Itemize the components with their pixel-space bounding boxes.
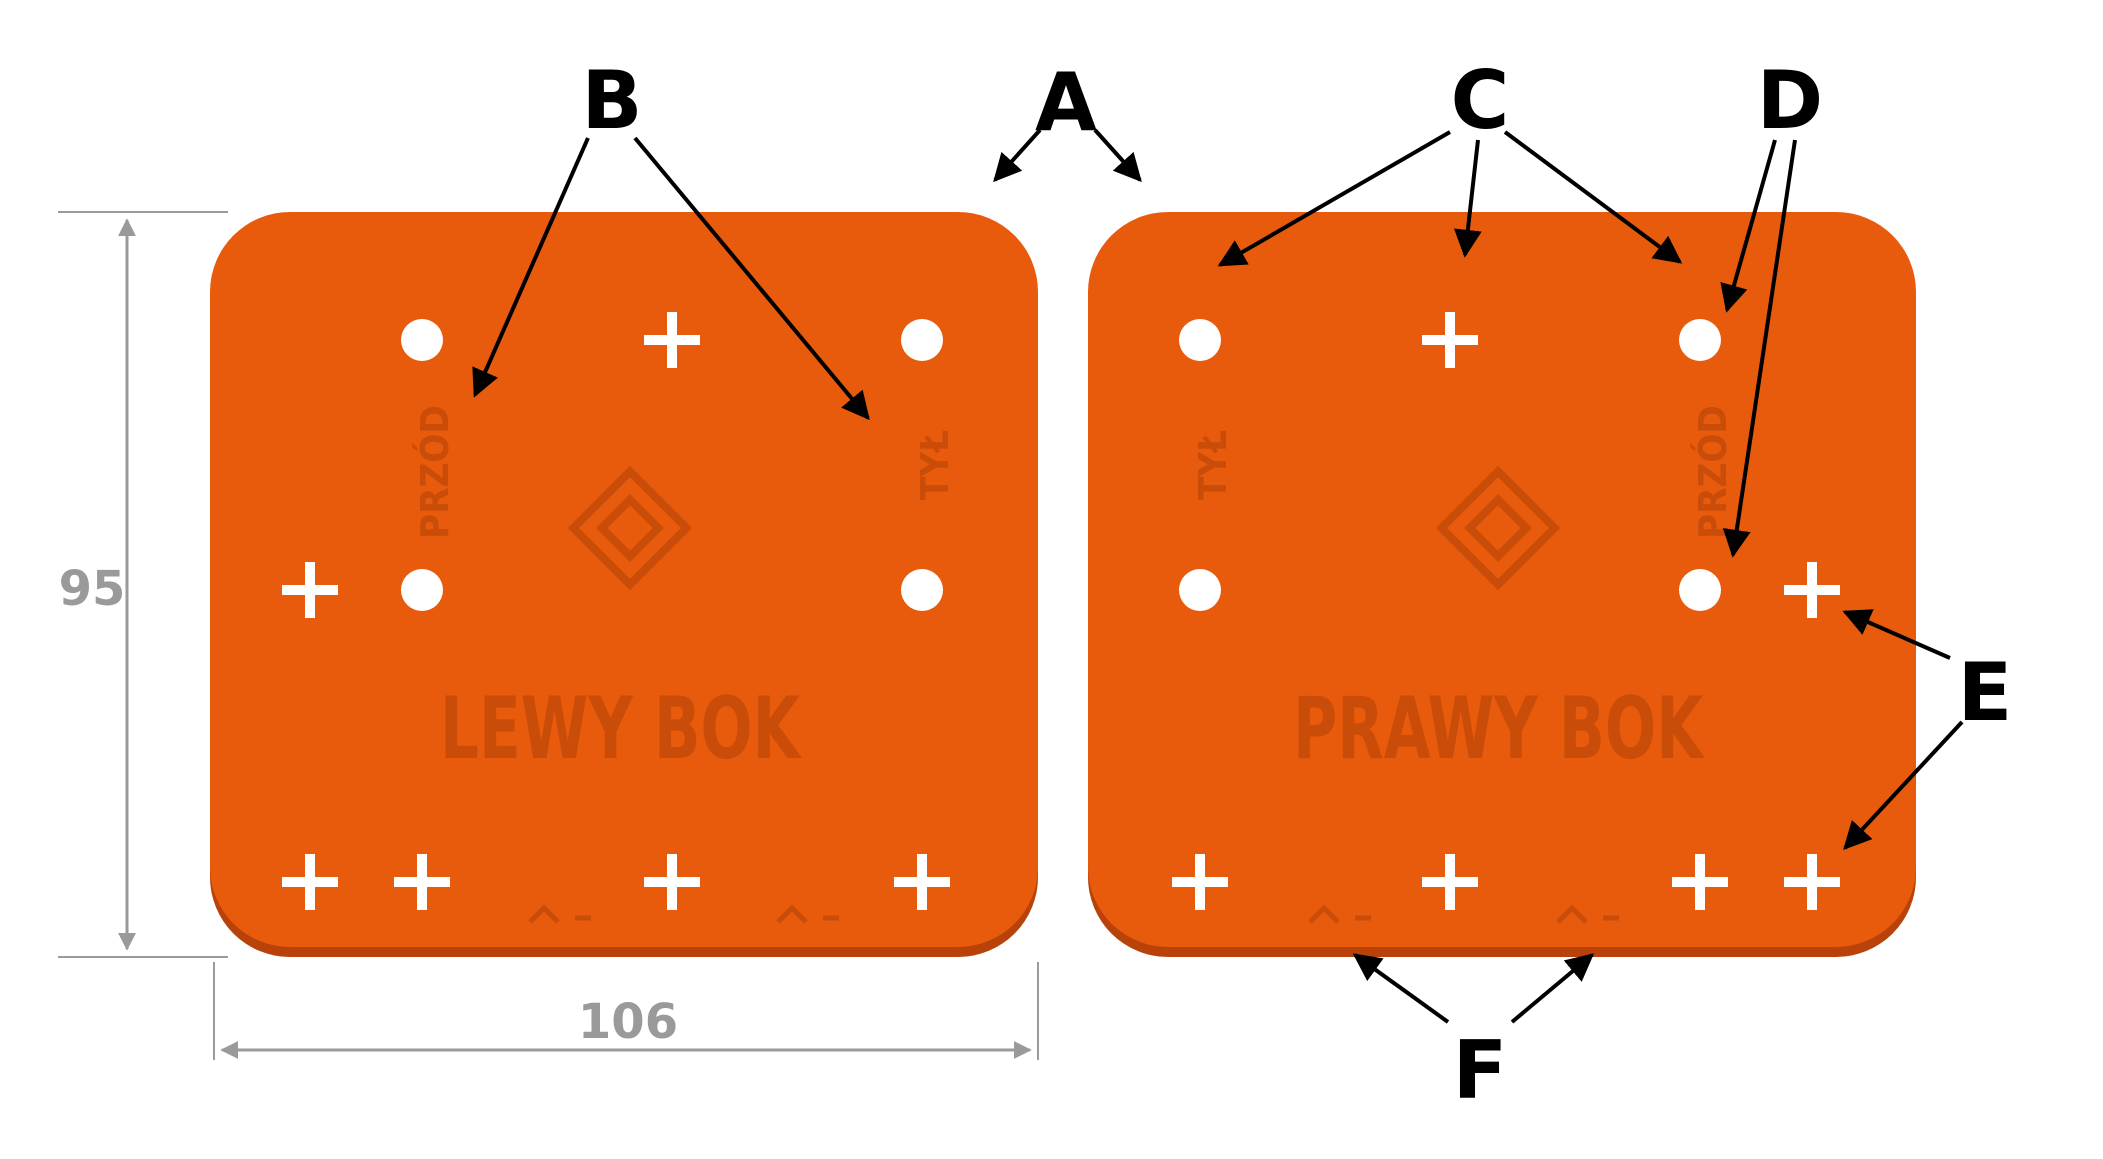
notch-marker-icon <box>1556 904 1619 924</box>
callout-f-label: F <box>1453 1024 1508 1117</box>
callout-d-label: D <box>1757 54 1823 147</box>
left-plate: PRZÓD TYŁ LEWY BOK <box>210 212 1038 957</box>
callout-c-label: C <box>1451 54 1510 147</box>
right-plate: TYŁ PRZÓD PRAWY BOK <box>1088 212 1916 957</box>
height-dimension-value: 95 <box>59 561 126 617</box>
right-plate-label-back: TYŁ <box>1191 430 1235 500</box>
cross-hole <box>644 312 700 368</box>
round-hole <box>401 319 443 361</box>
callout-b-label: B <box>582 54 643 147</box>
left-plate-label-front: PRZÓD <box>413 405 457 539</box>
round-hole <box>1679 569 1721 611</box>
right-plate-side-text: PRAWY BOK <box>1293 679 1705 779</box>
callout-c: C <box>1217 54 1683 267</box>
cross-hole <box>1422 312 1478 368</box>
cross-hole <box>1172 854 1228 910</box>
cross-hole <box>282 854 338 910</box>
notch-marker-icon <box>776 904 839 924</box>
callout-b: B <box>472 54 870 421</box>
round-hole <box>1179 569 1221 611</box>
cross-hole <box>394 854 450 910</box>
round-hole <box>901 569 943 611</box>
notch-marker-icon <box>528 904 591 924</box>
logo-icon <box>567 465 693 591</box>
cross-hole <box>1784 562 1840 618</box>
cross-hole <box>1672 854 1728 910</box>
notch-marker-icon <box>1308 904 1371 924</box>
callout-a-label: A <box>1035 56 1097 149</box>
cross-hole <box>1784 854 1840 910</box>
width-dimension: 106 <box>213 962 1039 1060</box>
width-dimension-value: 106 <box>578 994 678 1050</box>
right-plate-label-front: PRZÓD <box>1691 405 1735 539</box>
round-hole <box>1179 319 1221 361</box>
cross-hole <box>282 562 338 618</box>
cross-hole <box>894 854 950 910</box>
callout-f: F <box>1352 953 1595 1117</box>
callout-d: D <box>1720 54 1823 558</box>
callout-a: A <box>993 56 1142 183</box>
round-hole <box>401 569 443 611</box>
callout-e-label: E <box>1958 646 2013 739</box>
cross-hole <box>644 854 700 910</box>
cross-hole <box>1422 854 1478 910</box>
callout-e: E <box>1842 609 2013 851</box>
logo-icon <box>1435 465 1561 591</box>
round-hole <box>901 319 943 361</box>
round-hole <box>1679 319 1721 361</box>
left-plate-label-back: TYŁ <box>913 430 957 500</box>
left-plate-side-text: LEWY BOK <box>440 679 802 779</box>
height-dimension: 95 <box>58 211 228 958</box>
